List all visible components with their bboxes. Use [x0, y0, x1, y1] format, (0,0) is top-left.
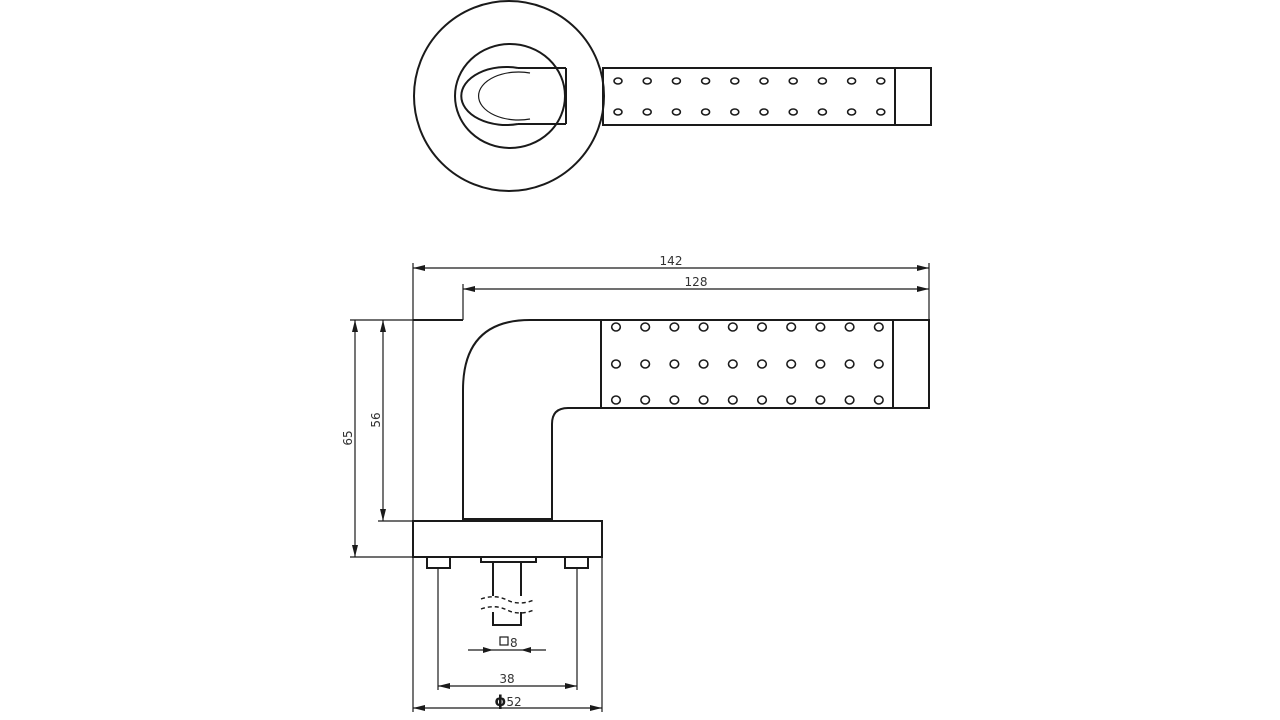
dim-52-arrow-left	[413, 705, 425, 711]
grip-dot	[698, 395, 709, 405]
top-view	[413, 0, 932, 192]
grip-dot	[610, 395, 622, 405]
grip-dot	[729, 108, 740, 116]
grip-dot	[727, 322, 738, 332]
grip-dot	[815, 395, 826, 405]
rose-base	[412, 520, 603, 558]
fixing-screw-left	[426, 556, 451, 569]
spindle-square-symbol	[499, 636, 509, 646]
top-grip	[602, 67, 896, 126]
grip-dot	[786, 322, 797, 332]
grip-dot	[727, 395, 738, 405]
side-view: 8	[412, 319, 930, 653]
side-end-cap	[892, 319, 930, 409]
grip-dot	[875, 77, 886, 85]
grip-dot	[844, 322, 855, 332]
rose-outer-circle	[413, 0, 605, 192]
side-grip	[600, 319, 894, 409]
grip-dot	[610, 322, 622, 332]
dim-65-label: 65	[341, 430, 355, 445]
lever-profile	[462, 319, 603, 521]
grip-dot	[671, 77, 682, 85]
lever-neck	[460, 66, 567, 126]
grip-dot	[756, 395, 768, 405]
grip-dot	[817, 108, 828, 116]
grip-dot	[642, 77, 653, 85]
rose-inner-ring	[454, 43, 566, 149]
spindle-square-label: 8	[510, 636, 518, 650]
grip-dot	[698, 359, 709, 369]
fixing-screw-right	[564, 556, 589, 569]
grip-dot	[700, 77, 711, 85]
top-end-cap	[894, 67, 932, 126]
grip-dot	[610, 359, 622, 369]
grip-dot	[669, 395, 680, 405]
grip-dot	[700, 108, 711, 116]
dim-142-arrow-right	[917, 265, 929, 271]
grip-dot	[756, 359, 768, 369]
dimension-lines: 142 128 65 56 38 ϕ52	[341, 254, 930, 712]
grip-dot	[788, 77, 799, 85]
grip-dot	[846, 77, 857, 85]
grip-dot	[640, 359, 651, 369]
grip-dot	[698, 322, 709, 332]
grip-dot	[613, 108, 623, 116]
grip-dot	[817, 77, 828, 85]
spindle-collar	[480, 556, 537, 563]
dim-65-arrow-top	[352, 320, 358, 332]
grip-dot	[613, 77, 623, 85]
side-grip-dots	[610, 322, 884, 405]
grip-dot	[727, 359, 738, 369]
grip-dot	[873, 322, 884, 332]
dim-56-label: 56	[369, 412, 383, 427]
grip-dot	[815, 359, 826, 369]
dim-65-arrow-bottom	[352, 545, 358, 557]
grip-dot	[786, 395, 797, 405]
grip-dot	[671, 108, 682, 116]
dim-142-arrow-left	[413, 265, 425, 271]
dim-142-label: 142	[660, 254, 683, 268]
grip-dot	[669, 322, 680, 332]
dim-56-arrow-top	[380, 320, 386, 332]
dim-128-label: 128	[685, 275, 708, 289]
dim-38-label: 38	[499, 672, 514, 686]
diameter-symbol: ϕ	[494, 692, 506, 710]
spindle	[492, 562, 522, 626]
grip-dot	[873, 359, 884, 369]
grip-dot	[875, 108, 886, 116]
grip-dot	[640, 322, 651, 332]
grip-dot	[786, 359, 797, 369]
grip-dot	[873, 395, 884, 405]
grip-dot	[756, 322, 768, 332]
grip-dot	[846, 108, 857, 116]
grip-dot	[844, 359, 855, 369]
grip-dot	[640, 395, 651, 405]
dim-52-label: ϕ52	[494, 692, 521, 710]
lever-neck-inner	[478, 71, 531, 121]
dim-128-arrow-left	[463, 286, 475, 292]
grip-dot	[669, 359, 680, 369]
grip-dot	[642, 108, 653, 116]
diameter-value: 52	[506, 695, 521, 709]
dim-128-arrow-right	[917, 286, 929, 292]
grip-dot	[815, 322, 826, 332]
dim-38-arrow-right	[565, 683, 577, 689]
spindle-dim-arrow-left	[483, 647, 493, 653]
spindle-break-line	[480, 596, 535, 614]
grip-dot	[759, 108, 769, 116]
grip-dot	[729, 77, 740, 85]
grip-dot	[788, 108, 799, 116]
dim-52-arrow-right	[590, 705, 602, 711]
grip-dot	[844, 395, 855, 405]
spindle-dim-arrow-right	[521, 647, 531, 653]
grip-dot	[759, 77, 769, 85]
dim-38-arrow-left	[438, 683, 450, 689]
top-grip-dots	[613, 77, 886, 116]
dim-56-arrow-bottom	[380, 509, 386, 521]
